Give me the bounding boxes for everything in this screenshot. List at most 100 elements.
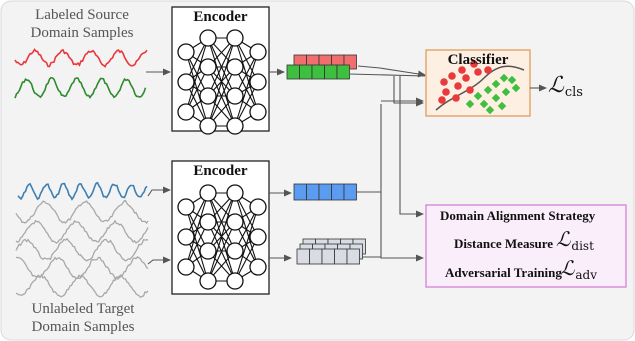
net-node bbox=[199, 87, 217, 105]
class-point-red bbox=[440, 78, 448, 86]
net-node bbox=[226, 117, 244, 135]
class-point-red bbox=[448, 72, 456, 80]
loss-cls-subscript: cls bbox=[564, 85, 583, 100]
net-node bbox=[249, 228, 267, 246]
net-node bbox=[226, 29, 244, 47]
feature-vectors-gray-stack bbox=[296, 238, 366, 265]
source-wave-green bbox=[14, 76, 147, 99]
net-node bbox=[177, 103, 195, 121]
class-point-green bbox=[479, 99, 489, 109]
arrow-target-blue-to-encoder bbox=[147, 186, 171, 197]
net-edge bbox=[207, 221, 236, 282]
feature-cell-green bbox=[324, 64, 338, 80]
net-edge bbox=[207, 37, 236, 97]
class-point-red bbox=[462, 74, 470, 82]
class-point-red bbox=[466, 86, 474, 94]
net-node bbox=[249, 103, 267, 121]
class-point-red bbox=[458, 66, 466, 74]
net-node bbox=[226, 87, 244, 105]
class-point-green bbox=[473, 91, 483, 101]
arrow-red-features-to-classifier bbox=[357, 65, 426, 78]
net-node bbox=[249, 198, 267, 216]
feature-cell-gray bbox=[321, 248, 335, 265]
alignment-box bbox=[425, 204, 627, 288]
loss-cls-symbol: ℒ bbox=[548, 73, 564, 98]
net-edge bbox=[207, 66, 236, 127]
class-point-green bbox=[483, 85, 493, 95]
feature-cell-gray bbox=[296, 248, 310, 265]
gray-wave-5 bbox=[15, 273, 149, 299]
net-node bbox=[199, 242, 217, 260]
class-point-green bbox=[485, 105, 495, 115]
net-node bbox=[226, 58, 244, 76]
arrow-source-features-to-alignment bbox=[399, 76, 424, 218]
class-point-green bbox=[491, 93, 501, 103]
net-node bbox=[177, 228, 195, 246]
arrow-green-features-to-classifier bbox=[393, 76, 424, 107]
net-node bbox=[199, 29, 217, 47]
target-waves-gray bbox=[15, 199, 149, 299]
net-node bbox=[199, 58, 217, 76]
feature-cell-gray bbox=[334, 248, 348, 265]
feature-cell-green bbox=[336, 64, 350, 80]
feature-cell-blue bbox=[293, 183, 307, 201]
class-point-red bbox=[454, 82, 462, 90]
loss-dist-symbol: ℒ bbox=[556, 227, 571, 251]
encoder-top-title: Encoder bbox=[193, 9, 248, 25]
net-node bbox=[199, 184, 217, 202]
net-edge bbox=[207, 192, 236, 252]
net-edge bbox=[185, 192, 209, 268]
line-green-features bbox=[348, 73, 426, 77]
net-node bbox=[177, 43, 195, 61]
encoder-bottom-title: Encoder bbox=[193, 163, 248, 179]
class-point-red bbox=[452, 94, 460, 102]
decision-boundary bbox=[435, 65, 525, 111]
gray-wave-1 bbox=[15, 199, 149, 225]
class-point-green bbox=[497, 101, 507, 111]
gray-wave-2 bbox=[15, 219, 149, 244]
net-edge bbox=[234, 206, 259, 282]
feature-cell-green bbox=[299, 64, 313, 80]
adversarial-training-label: Adversarial Training bbox=[445, 265, 562, 280]
feature-cell-blue bbox=[318, 183, 332, 201]
gray-wave-3 bbox=[15, 237, 149, 262]
net-node bbox=[226, 213, 244, 231]
net-node bbox=[249, 258, 267, 276]
feature-cell-green bbox=[311, 64, 325, 80]
target-label-line2: Domain Samples bbox=[31, 319, 135, 335]
source-label-line1: Labeled Source bbox=[35, 7, 129, 23]
class-point-red bbox=[438, 96, 446, 104]
net-node bbox=[199, 117, 217, 135]
target-label-line1: Unlabeled Target bbox=[31, 301, 135, 317]
feature-cell-blue bbox=[343, 183, 357, 201]
feature-vector-green bbox=[286, 64, 350, 80]
class-point-green bbox=[501, 87, 511, 97]
class-point-green bbox=[499, 73, 509, 83]
loss-dist: ℒdist bbox=[556, 227, 594, 253]
class-point-red bbox=[484, 66, 492, 74]
net-edge bbox=[207, 192, 236, 282]
feature-cell-blue bbox=[306, 183, 320, 201]
net-edge bbox=[234, 51, 259, 127]
arrow-target-gray-to-encoder bbox=[147, 256, 171, 265]
alignment-title: Domain Alignment Strategy bbox=[440, 208, 596, 223]
loss-adv-subscript: adv bbox=[575, 268, 598, 282]
source-label-line2: Domain Samples bbox=[30, 25, 134, 41]
loss-cls: ℒcls bbox=[548, 73, 583, 100]
net-node bbox=[177, 258, 195, 276]
class-point-red bbox=[474, 68, 482, 76]
feature-cell-blue bbox=[331, 183, 345, 201]
source-wave-red bbox=[14, 48, 148, 68]
net-edge bbox=[207, 37, 236, 127]
feature-cell-green bbox=[286, 64, 300, 80]
net-node bbox=[226, 272, 244, 290]
net-node bbox=[177, 73, 195, 91]
gray-wave-4 bbox=[15, 256, 149, 280]
class-point-red bbox=[470, 60, 478, 68]
net-node bbox=[199, 213, 217, 231]
loss-adv-symbol: ℒ bbox=[560, 256, 575, 280]
net-node bbox=[226, 184, 244, 202]
